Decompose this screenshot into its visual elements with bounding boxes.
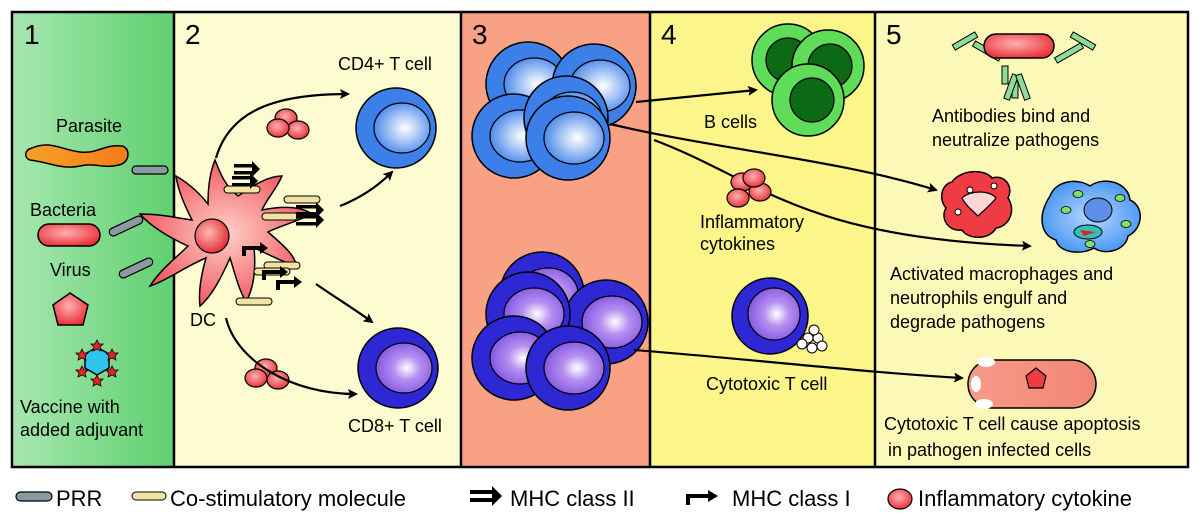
b-cells-label: B cells bbox=[704, 112, 757, 132]
vaccine-icon bbox=[75, 339, 119, 387]
neutrophil-icon bbox=[940, 170, 1013, 238]
infected-cell-apoptosis-icon bbox=[967, 357, 1097, 409]
legend-costim-label: Co-stimulatory molecule bbox=[170, 486, 406, 511]
legend-mhc2-label: MHC class II bbox=[510, 486, 635, 511]
vaccine-label-line1: Vaccine with bbox=[20, 397, 120, 417]
b-cells bbox=[751, 23, 865, 137]
arrow-to-cd8-upper bbox=[315, 283, 374, 324]
virus-label: Virus bbox=[50, 260, 91, 280]
panel-number-3: 3 bbox=[472, 19, 488, 50]
legend-mhc1-label: MHC class I bbox=[732, 486, 851, 511]
apoptosis-label-line2: in pathogen infected cells bbox=[888, 440, 1091, 460]
arrow-to-neutrophil bbox=[653, 138, 1032, 251]
arrow-to-b-cells bbox=[635, 85, 758, 104]
arrow-to-cd4-lower bbox=[339, 170, 394, 208]
macrophages-label-line2: neutrophils engulf and bbox=[890, 288, 1067, 308]
cd4-t-cell bbox=[355, 87, 437, 169]
cytotoxic-t-cell-label: Cytotoxic T cell bbox=[706, 374, 827, 394]
legend-prr-swatch bbox=[15, 491, 53, 502]
mhc-class-i-markers bbox=[242, 242, 302, 290]
antibodies-label-line1: Antibodies bind and bbox=[932, 106, 1090, 126]
bacteria-label: Bacteria bbox=[30, 200, 97, 220]
bacteria-icon bbox=[37, 223, 101, 247]
cytotoxic-t-cell bbox=[731, 277, 828, 355]
legend-costim-swatch bbox=[131, 491, 167, 501]
arrow-to-macrophage bbox=[609, 122, 938, 193]
arrow-to-infected-cell bbox=[633, 348, 964, 383]
cd8-t-cell-label: CD8+ T cell bbox=[348, 416, 442, 436]
macrophages-label-line3: degrade pathogens bbox=[890, 312, 1045, 332]
cd4-t-cell-cluster bbox=[471, 41, 637, 181]
legend: PRR Co-stimulatory molecule MHC class II… bbox=[15, 486, 1132, 511]
legend-mhc1-swatch bbox=[686, 490, 718, 505]
inflammatory-cytokines-icon bbox=[726, 168, 772, 208]
prr-receptors bbox=[108, 165, 169, 279]
mhc-class-ii-markers bbox=[232, 161, 324, 228]
cd8-t-cell bbox=[357, 327, 439, 409]
diagram-border bbox=[10, 10, 1190, 469]
inflammatory-cytokines-label-line1: Inflammatory bbox=[700, 212, 804, 232]
cd8-t-cell-cluster bbox=[471, 251, 649, 411]
legend-mhc2-swatch bbox=[470, 486, 502, 506]
macrophage-icon bbox=[1041, 180, 1141, 253]
parasite-icon bbox=[25, 144, 129, 168]
panel-number-5: 5 bbox=[886, 19, 902, 50]
panel-3-arrows bbox=[609, 85, 1032, 383]
dendritic-cell-nucleus bbox=[194, 218, 230, 254]
legend-cytokine-swatch bbox=[887, 488, 913, 510]
apoptosis-label-line1: Cytotoxic T cell cause apoptosis bbox=[884, 414, 1140, 434]
pathogen-neutralized-icon bbox=[983, 33, 1055, 59]
antibodies-label-line2: neutralize pathogens bbox=[932, 130, 1099, 150]
inflammatory-cytokines-label-line2: cytokines bbox=[700, 234, 775, 254]
panel-number-4: 4 bbox=[661, 19, 677, 50]
arrow-to-cd4-upper bbox=[214, 89, 350, 159]
vaccine-label-line2: added adjuvant bbox=[20, 420, 143, 440]
panel-number-1: 1 bbox=[24, 19, 40, 50]
legend-cytokine-label: Inflammatory cytokine bbox=[918, 486, 1132, 511]
arrow-to-cd8-lower bbox=[224, 317, 358, 399]
virus-icon bbox=[52, 292, 89, 326]
cd4-t-cell-label: CD4+ T cell bbox=[338, 54, 432, 74]
dc-label: DC bbox=[190, 310, 216, 330]
panel-number-2: 2 bbox=[185, 19, 201, 50]
cytokine-cluster-top bbox=[266, 108, 310, 140]
parasite-label: Parasite bbox=[56, 116, 122, 136]
panel-2-arrows bbox=[214, 89, 394, 399]
legend-prr-label: PRR bbox=[56, 486, 102, 511]
macrophages-label-line1: Activated macrophages and bbox=[890, 264, 1113, 284]
